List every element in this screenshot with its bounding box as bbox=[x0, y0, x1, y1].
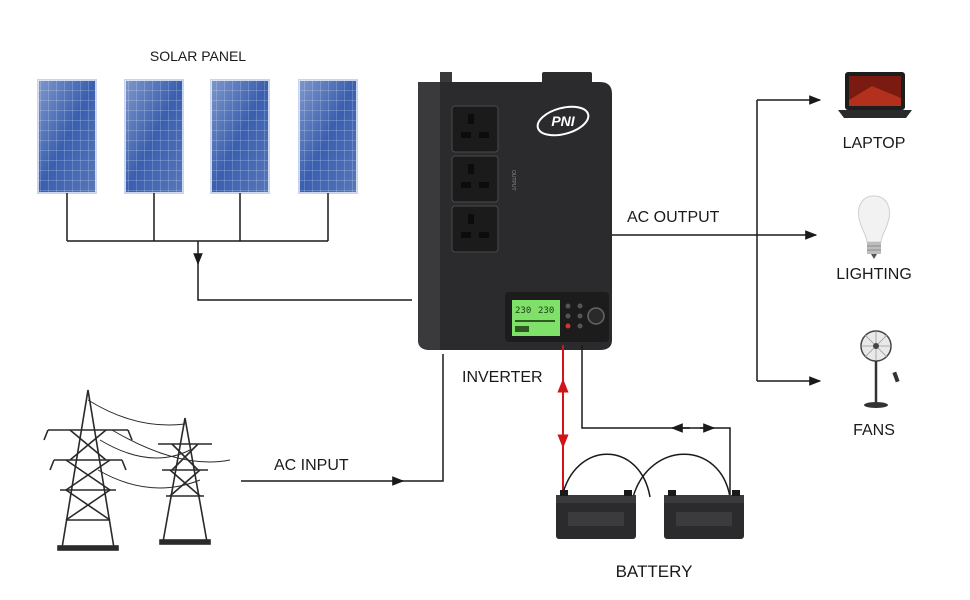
brand-logo-text: PNI bbox=[551, 113, 575, 129]
ac-output-label: AC OUTPUT bbox=[627, 209, 720, 226]
solar-panel-label: SOLAR PANEL bbox=[150, 48, 246, 64]
inverter-icon: OUTPUT PNI 230 230 bbox=[418, 72, 612, 350]
solar-panel-icon bbox=[210, 79, 270, 194]
ac-input-wiring bbox=[241, 354, 444, 486]
fans-label: FANS bbox=[853, 422, 895, 439]
power-tower-icon bbox=[43, 389, 231, 551]
ac-input-label: AC INPUT bbox=[274, 457, 349, 474]
fan-icon bbox=[860, 330, 900, 408]
lcd-right-value: 230 bbox=[538, 306, 554, 316]
solar-panel-icon bbox=[124, 79, 184, 194]
laptop-label: LAPTOP bbox=[843, 135, 906, 152]
battery-icon bbox=[556, 490, 636, 539]
lighting-label: LIGHTING bbox=[836, 266, 912, 283]
output-side-text: OUTPUT bbox=[510, 170, 516, 191]
laptop-icon bbox=[838, 72, 912, 118]
ac-output-wiring bbox=[612, 95, 822, 386]
solar-wiring bbox=[66, 193, 412, 301]
battery-wiring bbox=[561, 345, 731, 498]
brand-logo-icon bbox=[536, 105, 590, 137]
inverter-label: INVERTER bbox=[462, 369, 543, 386]
lcd-left-value: 230 bbox=[515, 306, 531, 316]
solar-panel-icon bbox=[37, 79, 97, 194]
solar-panel-icon bbox=[298, 79, 358, 194]
light-bulb-icon bbox=[858, 195, 890, 259]
battery-icon bbox=[664, 490, 744, 539]
battery-label: BATTERY bbox=[616, 562, 693, 581]
